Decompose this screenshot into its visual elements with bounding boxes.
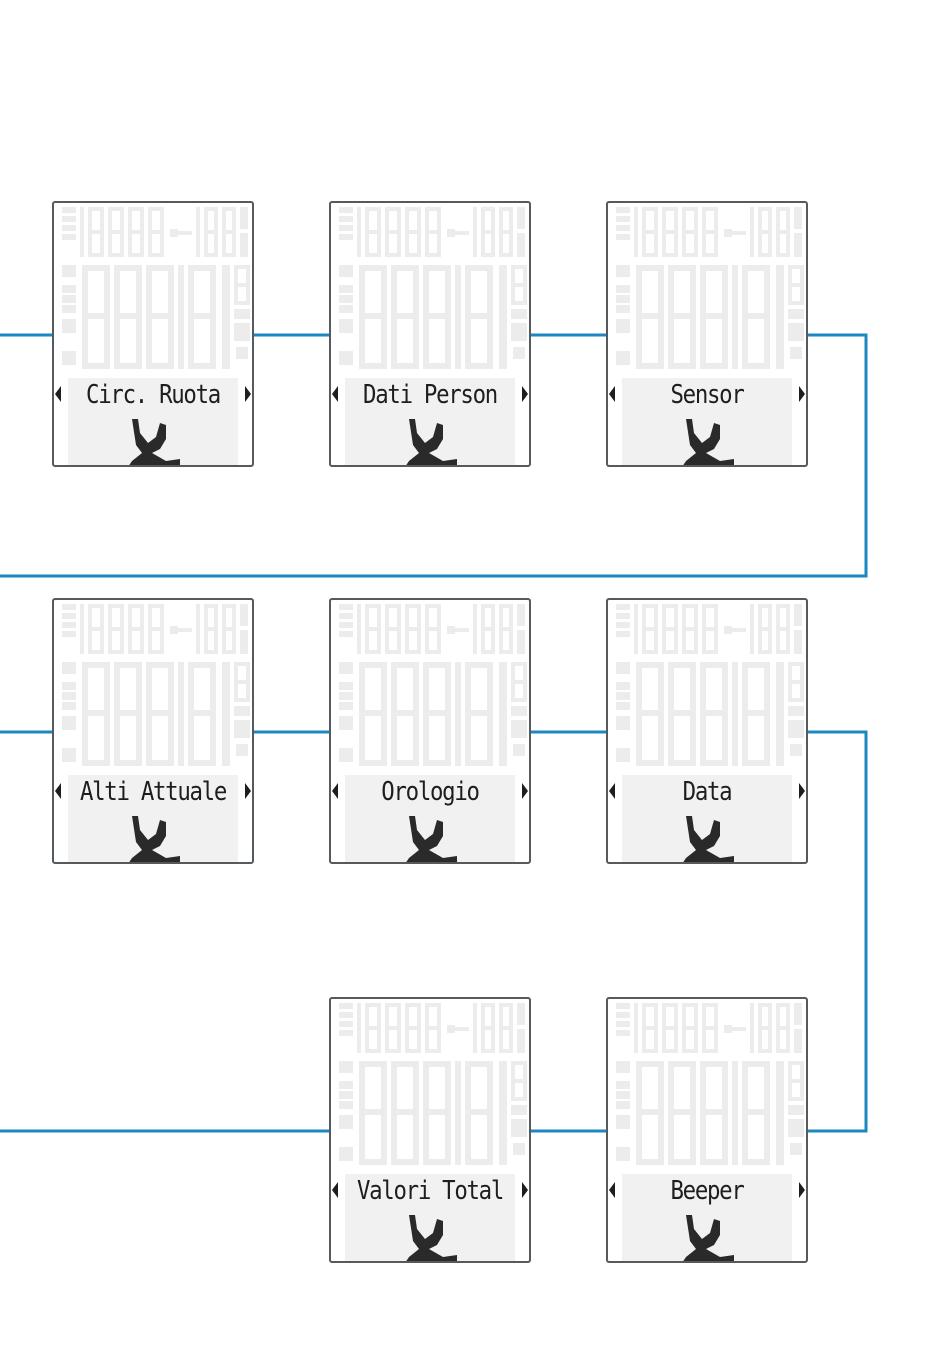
wrench-icon: [403, 1213, 459, 1263]
right-arrow-icon: [799, 386, 805, 402]
left-arrow-icon: [332, 783, 338, 799]
left-arrow-icon: [332, 1182, 338, 1198]
menu-screen-alti-attuale[interactable]: Alti Attuale: [52, 598, 254, 864]
menu-screen-sensor[interactable]: Sensor: [606, 201, 808, 467]
menu-screen-circ-ruota[interactable]: Circ. Ruota: [52, 201, 254, 467]
menu-screen-orologio[interactable]: Orologio: [329, 598, 531, 864]
screen-label: Orologio: [345, 774, 515, 810]
wrench-icon: [680, 417, 736, 467]
screen-label: Valori Total: [345, 1173, 515, 1209]
screen-label: Circ. Ruota: [68, 377, 238, 413]
right-arrow-icon: [245, 386, 251, 402]
menu-screen-dati-person[interactable]: Dati Person: [329, 201, 531, 467]
menu-screen-data[interactable]: Data: [606, 598, 808, 864]
left-arrow-icon: [55, 386, 61, 402]
wrench-icon: [403, 417, 459, 467]
left-arrow-icon: [609, 783, 615, 799]
screen-label: Beeper: [622, 1173, 792, 1209]
wrench-icon: [126, 417, 182, 467]
wrench-icon: [126, 814, 182, 864]
screen-label: Dati Person: [345, 377, 515, 413]
right-arrow-icon: [245, 783, 251, 799]
left-arrow-icon: [609, 386, 615, 402]
wrench-icon: [403, 814, 459, 864]
menu-screen-valori-total[interactable]: Valori Total: [329, 997, 531, 1263]
screen-label: Data: [622, 774, 792, 810]
wrench-icon: [680, 814, 736, 864]
left-arrow-icon: [332, 386, 338, 402]
right-arrow-icon: [522, 783, 528, 799]
right-arrow-icon: [522, 386, 528, 402]
right-arrow-icon: [799, 783, 805, 799]
right-arrow-icon: [522, 1182, 528, 1198]
screen-label: Sensor: [622, 377, 792, 413]
left-arrow-icon: [609, 1182, 615, 1198]
menu-screen-beeper[interactable]: Beeper: [606, 997, 808, 1263]
left-arrow-icon: [55, 783, 61, 799]
wrench-icon: [680, 1213, 736, 1263]
screen-label: Alti Attuale: [68, 774, 238, 810]
right-arrow-icon: [799, 1182, 805, 1198]
